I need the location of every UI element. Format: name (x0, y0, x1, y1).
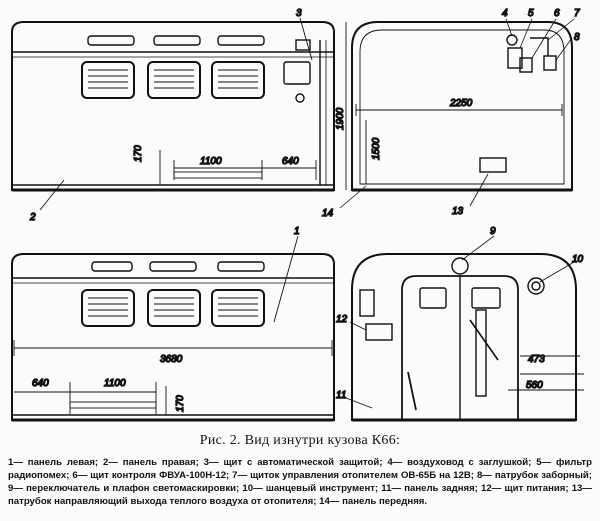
callout-12: 12 (336, 314, 348, 325)
left-panel-view: 3680 640 1100 170 1 (11, 225, 335, 422)
rear-end-view: 473 560 9 10 12 11 (335, 225, 584, 422)
callout-1: 1 (294, 226, 300, 237)
window-panels-top (81, 61, 265, 99)
dimension-1500: 1500 (371, 137, 382, 160)
callout-4: 4 (502, 8, 508, 19)
dimension-640-top: 640 (282, 156, 299, 167)
dimension-1100-bottom: 1100 (104, 378, 126, 389)
callout-2: 2 (29, 212, 36, 223)
dimension-lines-top (159, 150, 317, 185)
vent-slots-top (87, 35, 265, 46)
callout-9: 9 (490, 226, 496, 237)
dimension-170-top: 170 (133, 145, 144, 162)
front-fittings (479, 34, 557, 173)
callout-14: 14 (322, 208, 334, 219)
dimension-1100-top: 1100 (200, 156, 222, 167)
dimension-473: 473 (528, 354, 545, 365)
front-end-view: 1900 1500 2250 4 5 6 7 8 14 13 (321, 7, 580, 219)
dimension-1900: 1900 (335, 107, 346, 130)
dimension-640-bottom: 640 (32, 378, 49, 389)
breaker-panel-drawing (283, 39, 311, 103)
window-panels-bottom (81, 289, 265, 327)
dimension-lines-end (345, 22, 563, 190)
light-switch-drawing (451, 257, 469, 275)
dimension-560: 560 (526, 380, 543, 391)
callout-5: 5 (528, 8, 534, 19)
figure-caption: Рис. 2. Вид изнутри кузова К66: (199, 433, 401, 448)
callout-11: 11 (336, 390, 346, 401)
figure-legend: 1— панель левая; 2— панель правая; 3— щи… (8, 457, 592, 507)
dimension-lines-rear (508, 355, 584, 391)
dimension-3680: 3680 (160, 354, 183, 365)
callout-7: 7 (574, 8, 580, 19)
callout-10: 10 (572, 254, 584, 265)
callout-13: 13 (452, 206, 464, 217)
dimension-2250: 2250 (449, 98, 473, 109)
vent-slots-bottom (91, 261, 265, 272)
rear-door (401, 275, 519, 420)
callout-3: 3 (296, 8, 302, 19)
dimension-170-bottom: 170 (175, 395, 186, 412)
callout-6: 6 (554, 8, 560, 19)
callout-8: 8 (574, 32, 580, 43)
right-panel-view: 170 1100 640 2 3 (11, 7, 335, 224)
dimension-lines-bottom (13, 340, 333, 415)
